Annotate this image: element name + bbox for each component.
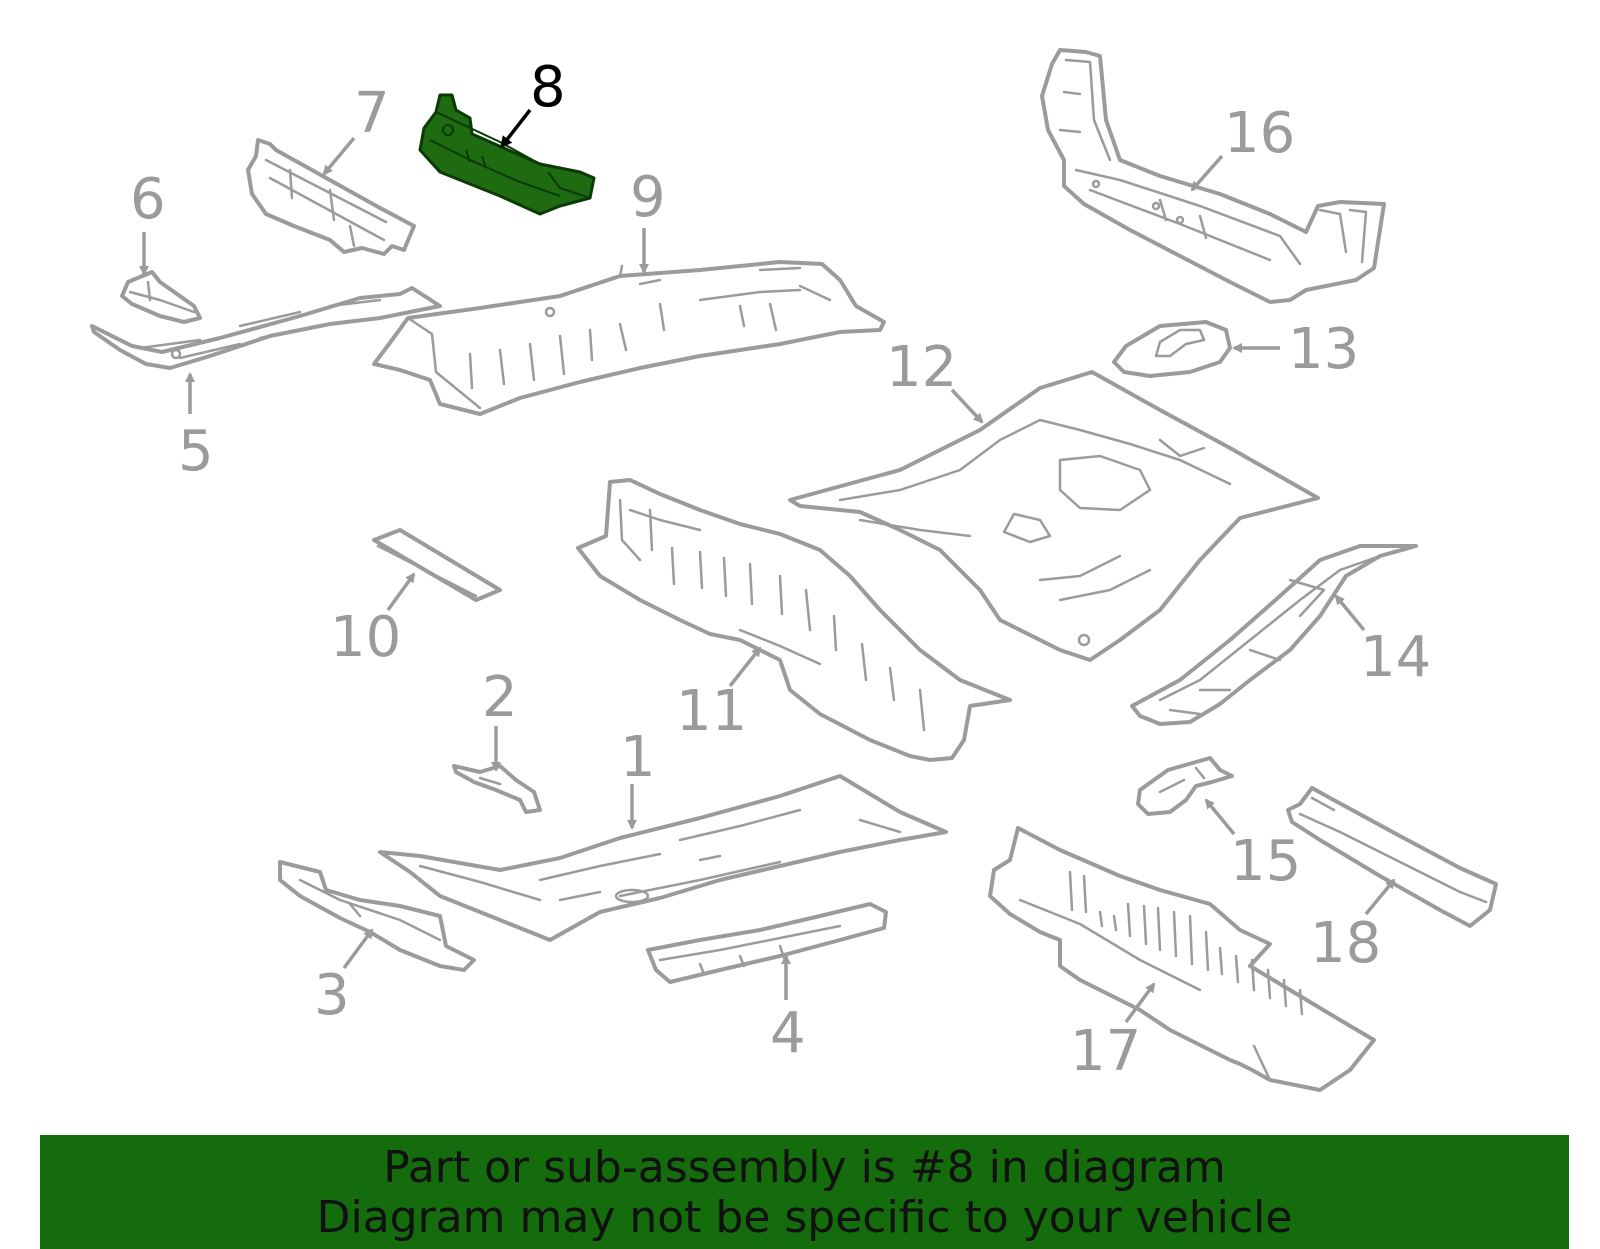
callout-15[interactable]: 15 xyxy=(1230,829,1301,894)
callout-16[interactable]: 16 xyxy=(1224,101,1295,166)
callout-17[interactable]: 17 xyxy=(1070,1019,1141,1084)
banner-line-1: Part or sub-assembly is #8 in diagram xyxy=(383,1142,1226,1193)
part-10[interactable] xyxy=(372,528,502,602)
arrow-18 xyxy=(1364,878,1396,916)
callout-14[interactable]: 14 xyxy=(1360,625,1431,690)
arrow-16 xyxy=(1190,154,1224,192)
arrow-17 xyxy=(1124,982,1156,1024)
arrow-7 xyxy=(322,136,356,176)
part-17[interactable] xyxy=(988,826,1376,1092)
part-13[interactable] xyxy=(1112,320,1232,378)
callout-4[interactable]: 4 xyxy=(770,1001,806,1066)
arrow-11 xyxy=(728,646,762,688)
banner-line-2: Diagram may not be specific to your vehi… xyxy=(316,1192,1293,1243)
part-8-highlighted[interactable] xyxy=(418,93,596,216)
arrow-3 xyxy=(342,928,374,970)
arrow-14 xyxy=(1334,594,1366,632)
arrow-8 xyxy=(500,108,532,149)
part-7[interactable] xyxy=(246,138,416,256)
arrow-10 xyxy=(386,572,416,612)
part-14[interactable] xyxy=(1130,544,1418,726)
part-4[interactable] xyxy=(646,902,888,984)
callout-11[interactable]: 11 xyxy=(676,679,747,744)
callout-5[interactable]: 5 xyxy=(178,419,214,484)
part-9[interactable] xyxy=(372,260,886,416)
part-11[interactable] xyxy=(576,478,1012,762)
part-6[interactable] xyxy=(120,270,202,324)
callout-3[interactable]: 3 xyxy=(314,963,350,1028)
arrow-12 xyxy=(950,388,984,424)
callout-12[interactable]: 12 xyxy=(886,335,957,400)
part-12[interactable] xyxy=(788,370,1320,662)
notice-banner: Part or sub-assembly is #8 in diagram Di… xyxy=(40,1135,1569,1249)
part-15[interactable] xyxy=(1136,756,1234,816)
callout-13[interactable]: 13 xyxy=(1288,317,1359,382)
part-18[interactable] xyxy=(1286,786,1498,928)
callout-2[interactable]: 2 xyxy=(482,665,518,730)
part-3[interactable] xyxy=(278,860,476,972)
callout-7[interactable]: 7 xyxy=(354,81,390,146)
parts-diagram: 1 2 3 4 5 6 7 8 9 10 11 12 13 14 15 16 1… xyxy=(90,48,1498,1092)
part-5[interactable] xyxy=(90,286,442,370)
callout-18[interactable]: 18 xyxy=(1310,911,1381,976)
callout-9[interactable]: 9 xyxy=(630,165,666,230)
callout-10[interactable]: 10 xyxy=(330,605,401,670)
part-2[interactable] xyxy=(452,764,542,814)
part-1[interactable] xyxy=(378,774,948,942)
arrow-15 xyxy=(1204,798,1236,836)
callout-1[interactable]: 1 xyxy=(620,725,656,790)
callout-8[interactable]: 8 xyxy=(530,55,566,120)
callout-6[interactable]: 6 xyxy=(130,167,166,232)
part-16[interactable] xyxy=(1040,48,1386,304)
